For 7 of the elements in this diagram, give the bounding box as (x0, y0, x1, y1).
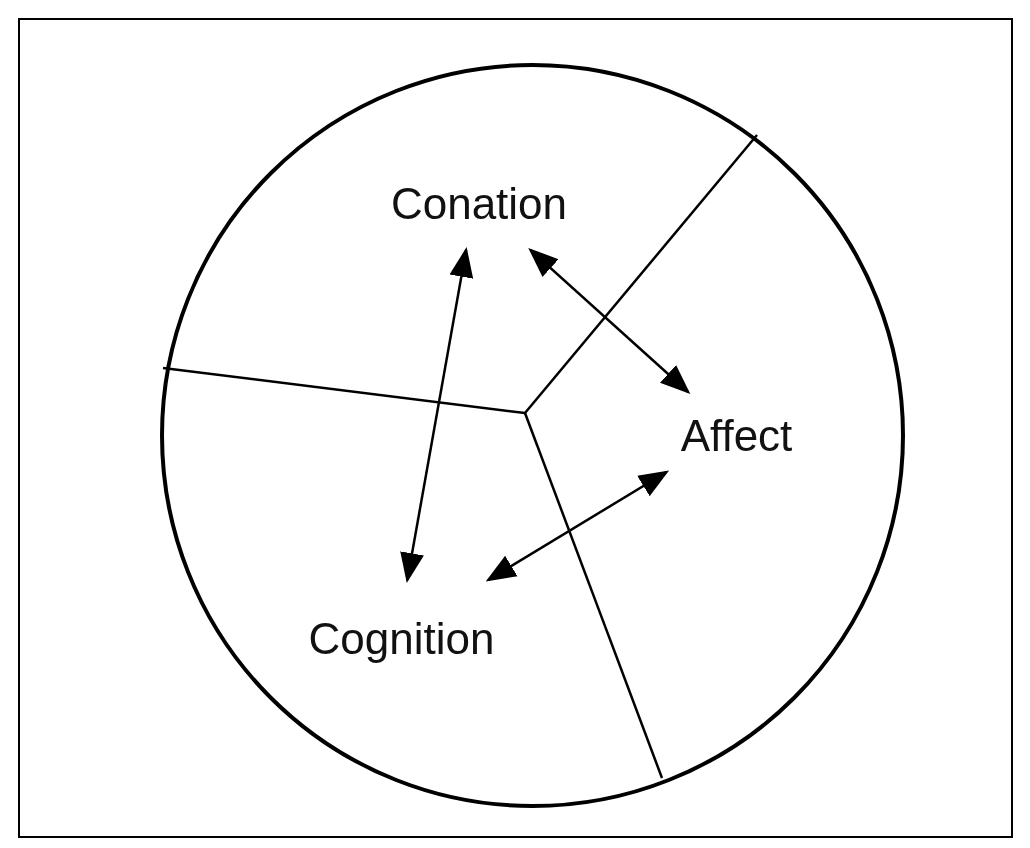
circle-outline (160, 63, 905, 808)
sector-label: Affect (649, 396, 824, 476)
double-arrow (400, 247, 474, 583)
double-arrow (528, 248, 691, 394)
double-arrow (485, 470, 670, 582)
sector-label: Conation (364, 154, 594, 254)
sector-label: Cognition (274, 584, 529, 694)
